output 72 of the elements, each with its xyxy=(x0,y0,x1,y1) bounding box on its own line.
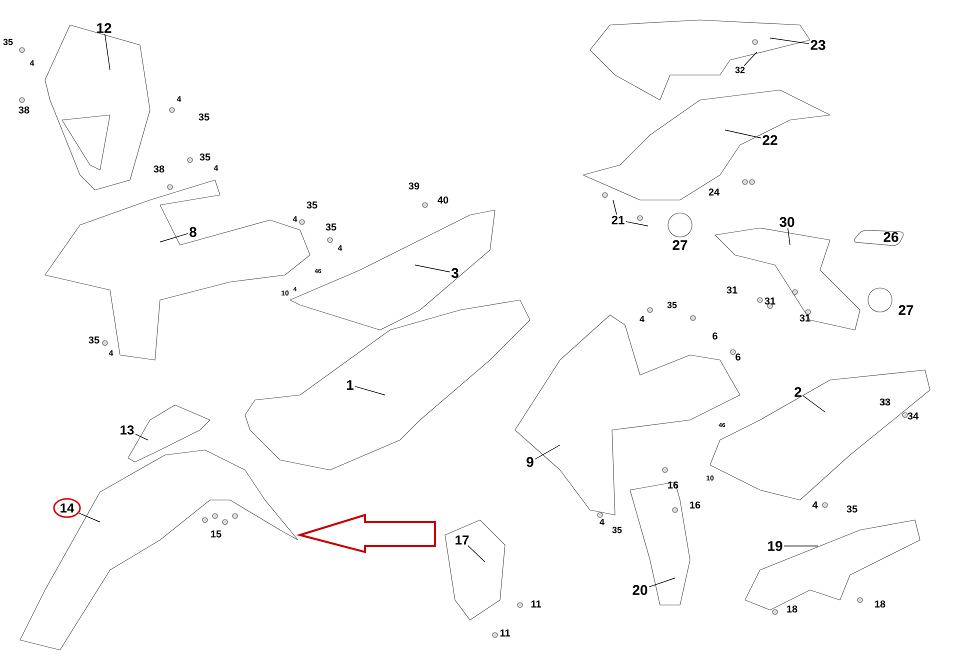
circled-callout-number: 14 xyxy=(53,498,81,518)
callout-number: 16 xyxy=(668,481,678,489)
callout-number: 13 xyxy=(120,425,134,435)
callout-number: 4 xyxy=(338,245,342,251)
callout-number: 18 xyxy=(787,605,798,613)
callout-number: 11 xyxy=(531,600,542,608)
leader-line xyxy=(770,38,810,44)
callout-number: 23 xyxy=(810,40,826,50)
callout-number: 6 xyxy=(712,332,718,340)
callout-number: 35 xyxy=(200,153,210,161)
callout-number: 4 xyxy=(292,216,298,222)
callout-number: 33 xyxy=(880,398,890,406)
leader-line xyxy=(78,512,100,522)
callout-number: 4 xyxy=(108,350,114,356)
leader-line xyxy=(648,578,676,588)
callout-number: 20 xyxy=(632,585,648,595)
leader-line xyxy=(744,52,758,66)
callout-number: 8 xyxy=(190,227,196,237)
callout-number: 1 xyxy=(347,380,354,390)
callout-number: 35 xyxy=(88,336,100,344)
callout-number: 27 xyxy=(672,240,688,250)
callout-number: 15 xyxy=(211,530,222,538)
callout-number: 35 xyxy=(306,201,318,209)
leader-line xyxy=(787,228,790,246)
leader-line xyxy=(414,264,450,272)
callout-number: 31 xyxy=(726,286,738,294)
callout-number: 32 xyxy=(735,66,745,74)
leader-line xyxy=(626,221,648,226)
callout-number: 9 xyxy=(526,457,534,467)
callout-number: 4 xyxy=(640,316,644,322)
callout-number: 30 xyxy=(780,217,794,227)
leader-line xyxy=(104,34,110,70)
leader-line xyxy=(135,434,148,440)
callout-number: 35 xyxy=(846,505,858,513)
callout-number: 18 xyxy=(875,600,886,608)
callout-number: 16 xyxy=(690,501,700,509)
callout-number: 12 xyxy=(97,23,112,33)
leader-line xyxy=(160,233,188,242)
callout-number: 35 xyxy=(612,526,622,534)
callout-number: 4 xyxy=(176,96,182,102)
callout-number: 40 xyxy=(438,196,448,204)
callout-number: 38 xyxy=(18,106,30,114)
callout-number: 27 xyxy=(898,305,914,315)
callout-number: 21 xyxy=(612,216,624,224)
callout-number: 35 xyxy=(3,38,13,46)
callout-number: 4 xyxy=(30,60,34,66)
callout-number: 4 xyxy=(214,165,218,171)
callout-number: 4 xyxy=(812,502,818,508)
leader-line xyxy=(724,130,762,138)
leader-line xyxy=(354,386,386,396)
callout-number: 38 xyxy=(154,165,164,173)
leader-line xyxy=(612,200,617,215)
callout-number: 24 xyxy=(708,188,720,196)
callout-number: 34 xyxy=(908,412,919,420)
callout-number: 35 xyxy=(667,302,677,308)
callout-number: 19 xyxy=(768,541,782,551)
callout-number: 39 xyxy=(408,182,420,190)
callout-number: 35 xyxy=(198,113,210,121)
callout-number: 31 xyxy=(800,314,810,322)
callout-number: 4 xyxy=(600,518,604,526)
callout-number: 22 xyxy=(762,135,778,145)
callout-number: 26 xyxy=(884,232,898,242)
callout-number: 3 xyxy=(451,268,458,278)
leader-line xyxy=(534,444,560,460)
leader-line xyxy=(802,395,826,412)
callout-number: 11 xyxy=(500,630,510,636)
callout-number: 35 xyxy=(326,223,336,231)
callout-number: 2 xyxy=(794,387,802,397)
callout-number: 31 xyxy=(764,297,776,305)
leader-line xyxy=(468,545,486,562)
callout-number: 6 xyxy=(736,353,740,361)
callout-number: 17 xyxy=(456,536,469,544)
